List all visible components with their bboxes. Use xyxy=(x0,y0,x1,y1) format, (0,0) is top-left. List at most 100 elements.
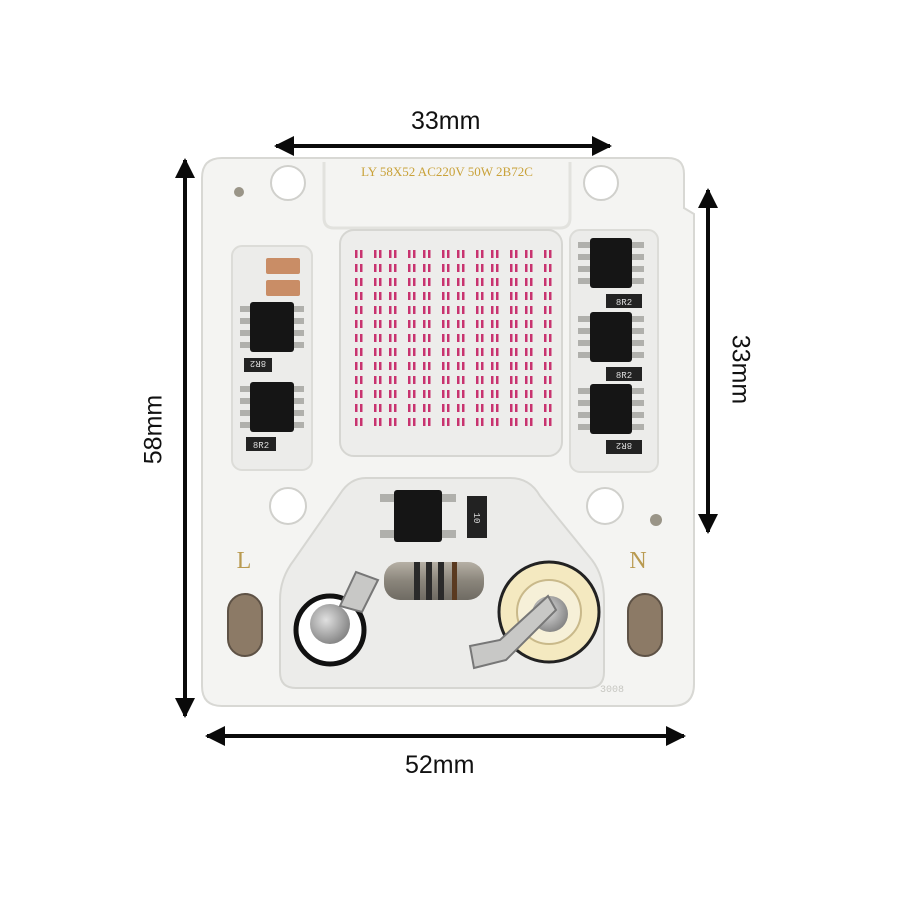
led-chip xyxy=(462,390,465,398)
led-chip xyxy=(510,264,513,272)
led-chip xyxy=(481,264,484,272)
led-chip xyxy=(408,362,411,370)
led-chip xyxy=(496,362,499,370)
led-chip xyxy=(355,292,358,300)
led-chip xyxy=(389,418,392,426)
led-chip xyxy=(525,250,528,258)
led-chip xyxy=(394,320,397,328)
led-chip xyxy=(394,404,397,412)
led-chip xyxy=(457,390,460,398)
led-chip xyxy=(481,376,484,384)
test-pad-right xyxy=(650,514,662,526)
led-chip xyxy=(355,418,358,426)
led-chip xyxy=(544,306,547,314)
led-chip xyxy=(360,264,363,272)
led-chip xyxy=(476,250,479,258)
led-chip xyxy=(549,250,552,258)
led-chip xyxy=(389,334,392,342)
resistor-bridge-code: 10 xyxy=(471,513,481,524)
led-chip xyxy=(428,250,431,258)
led-chip xyxy=(481,278,484,286)
led-chip xyxy=(413,264,416,272)
resistor-right-2 xyxy=(606,367,642,381)
led-chip xyxy=(462,292,465,300)
led-chip xyxy=(447,292,450,300)
led-chip xyxy=(525,334,528,342)
led-chip xyxy=(413,320,416,328)
led-chip xyxy=(447,306,450,314)
led-chip xyxy=(355,404,358,412)
mount-hole-top-right xyxy=(583,165,619,201)
led-chip xyxy=(355,348,358,356)
led-chip xyxy=(510,320,513,328)
led-chip xyxy=(394,264,397,272)
led-chip xyxy=(496,376,499,384)
led-chip xyxy=(394,278,397,286)
led-chip xyxy=(544,264,547,272)
led-chip xyxy=(525,390,528,398)
top-width-label: 33mm xyxy=(411,107,481,135)
led-chip xyxy=(408,278,411,286)
led-chip xyxy=(530,306,533,314)
led-chip xyxy=(442,320,445,328)
led-chip xyxy=(428,334,431,342)
led-chip xyxy=(462,376,465,384)
led-chip xyxy=(447,334,450,342)
led-chip xyxy=(462,404,465,412)
led-chip xyxy=(544,376,547,384)
led-chip xyxy=(374,264,377,272)
led-chip xyxy=(515,390,518,398)
resistor-right-2-code: 8R2 xyxy=(616,371,632,381)
led-chip xyxy=(481,418,484,426)
led-chip xyxy=(525,306,528,314)
led-chip xyxy=(447,320,450,328)
led-chip xyxy=(476,320,479,328)
led-chip xyxy=(530,418,533,426)
led-chip xyxy=(408,376,411,384)
led-chip xyxy=(549,264,552,272)
led-chip xyxy=(496,250,499,258)
led-chip xyxy=(428,320,431,328)
led-chip xyxy=(355,362,358,370)
led-chip xyxy=(457,264,460,272)
led-chip xyxy=(374,250,377,258)
led-chip xyxy=(355,376,358,384)
led-chip xyxy=(457,292,460,300)
led-chip xyxy=(491,320,494,328)
led-chip xyxy=(374,348,377,356)
led-chip xyxy=(476,334,479,342)
resistor-right-3 xyxy=(606,440,642,454)
led-chip xyxy=(491,404,494,412)
led-chip xyxy=(496,348,499,356)
led-chip xyxy=(544,390,547,398)
led-chip xyxy=(428,348,431,356)
led-chip xyxy=(447,418,450,426)
led-chip xyxy=(530,362,533,370)
led-chip xyxy=(462,362,465,370)
led-chip xyxy=(379,390,382,398)
right-height-label: 33mm xyxy=(726,334,755,405)
led-chip xyxy=(515,292,518,300)
led-chip xyxy=(481,306,484,314)
led-chip xyxy=(428,376,431,384)
led-chip xyxy=(496,334,499,342)
led-chip xyxy=(530,292,533,300)
led-chip xyxy=(457,362,460,370)
led-chip xyxy=(530,404,533,412)
resistor-left-1-code: 8R2 xyxy=(250,358,266,368)
led-chip xyxy=(379,306,382,314)
led-array xyxy=(339,229,563,457)
ic-right-1 xyxy=(578,238,644,288)
resistor-left-2-code: 8R2 xyxy=(253,441,269,451)
silkscreen-text: LY 58X52 AC220V 50W 2B72C xyxy=(361,164,533,179)
led-chip xyxy=(408,404,411,412)
led-chip xyxy=(491,292,494,300)
led-chip xyxy=(374,306,377,314)
led-chip xyxy=(549,404,552,412)
led-chip xyxy=(379,404,382,412)
led-chip xyxy=(462,278,465,286)
led-chip xyxy=(510,376,513,384)
led-chip xyxy=(525,362,528,370)
led-chip xyxy=(549,320,552,328)
